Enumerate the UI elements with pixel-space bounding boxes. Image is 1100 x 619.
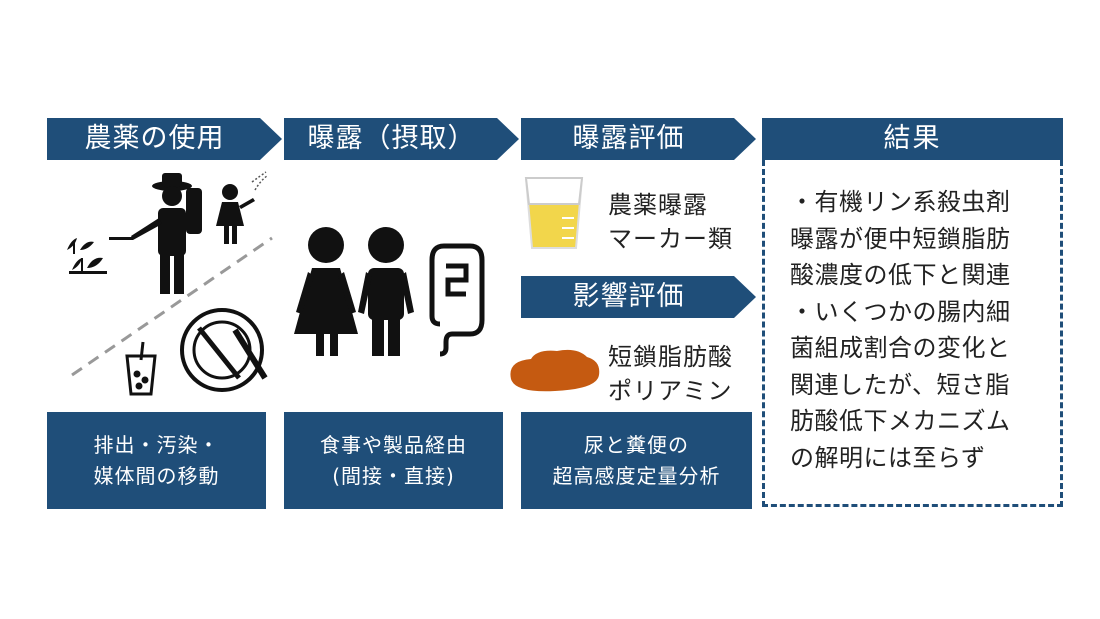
footer-line: 排出・汚染・ [93,432,220,457]
results-line: 関連したが、短さ脂 [790,370,1011,399]
results-line: ・有機リン系殺虫剤 [790,188,1011,216]
exposure-intake-header: 曝露（摂取） [284,118,519,160]
divider-line [71,236,273,377]
results-header: 結果 [762,118,1063,160]
results-line: 酸濃度の低下と関連 [790,261,1011,289]
footer-line: (間接・直接) [332,463,455,488]
footer-line: 超高感度定量分析 [552,463,721,488]
exposure-intake-footer: 食事や製品経由 (間接・直接) [284,412,503,509]
spray-icon [251,171,268,191]
label-line: マーカー類 [608,225,733,253]
exposure-intake-illustration [294,227,485,357]
exposure-assessment-header: 曝露評価 [521,118,756,160]
exposure-marker-label: 農薬曝露 マーカー類 [608,188,733,256]
footer-line: 媒体間の移動 [93,463,220,488]
exposure-assessment-footer: 尿と糞便の 超高感度定量分析 [521,412,752,509]
stool-icon [510,349,600,392]
results-box: ・有機リン系殺虫剤 曝露が便中短鎖脂肪 酸濃度の低下と関連 ・いくつかの腸内細 … [762,160,1063,507]
footer-line: 尿と糞便の [584,432,689,457]
label-line: 短鎖脂肪酸 [608,343,733,371]
results-line: の解明には至らず [790,443,986,472]
plant-icon [67,238,107,274]
child-icon [216,184,255,244]
results-line: 曝露が便中短鎖脂肪 [790,224,1011,253]
effect-assessment-header: 影響評価 [521,276,756,318]
effect-marker-label: 短鎖脂肪酸 ポリアミン [608,340,733,408]
results-line: 肪酸低下メカニズム [790,407,1011,435]
urine-beaker-icon [524,177,584,249]
plate-icon [180,308,268,392]
intestine-icon [429,243,485,357]
person-male-icon [358,227,414,356]
pesticide-use-header: 農薬の使用 [47,118,282,160]
pesticide-use-footer: 排出・汚染・ 媒体間の移動 [47,412,266,509]
label-line: ポリアミン [608,377,733,405]
results-line: 菌組成割合の変化と [790,334,1011,362]
pesticide-use-illustration [67,171,273,396]
drink-icon [125,341,157,396]
results-text: ・有機リン系殺虫剤 曝露が便中短鎖脂肪 酸濃度の低下と関連 ・いくつかの腸内細 … [790,184,1011,476]
footer-line: 食事や製品経由 [320,432,467,457]
person-female-icon [294,227,358,356]
results-line: ・いくつかの腸内細 [790,297,1011,326]
farmer-icon [109,173,202,294]
label-line: 農薬曝露 [608,191,708,219]
